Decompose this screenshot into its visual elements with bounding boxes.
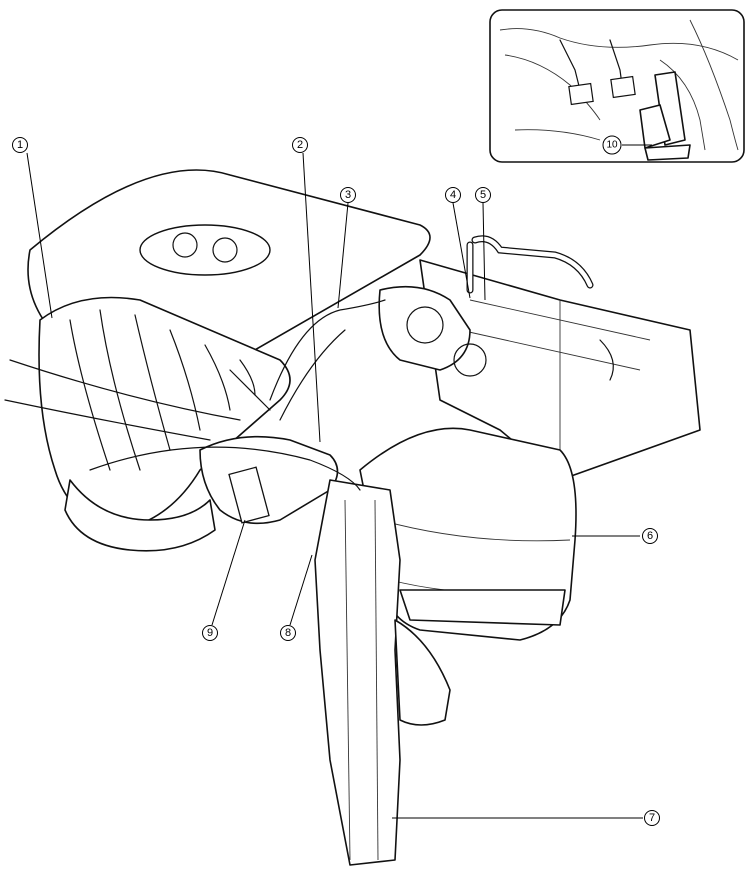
callout-4-label: 4 (450, 189, 456, 201)
callout-9-label: 9 (207, 627, 213, 639)
callout-8: 8 (280, 625, 296, 641)
callout-10: 10 (602, 135, 622, 155)
callout-7: 7 (644, 810, 660, 826)
callout-6: 6 (642, 528, 658, 544)
callout-4: 4 (445, 187, 461, 203)
callout-2: 2 (292, 137, 308, 153)
callout-1-label: 1 (17, 139, 23, 151)
callout-3: 3 (340, 187, 356, 203)
pedal-inset (489, 9, 745, 163)
callout-3-label: 3 (345, 189, 351, 201)
callout-8-label: 8 (285, 627, 291, 639)
callout-9: 9 (202, 625, 218, 641)
callout-6-label: 6 (647, 530, 653, 542)
callout-1: 1 (12, 137, 28, 153)
callout-5: 5 (475, 187, 491, 203)
callout-5-label: 5 (480, 189, 486, 201)
callout-7-label: 7 (649, 812, 655, 824)
callout-10-label: 10 (606, 140, 618, 151)
leader-lines (26, 144, 652, 819)
callout-2-label: 2 (297, 139, 303, 151)
pedal-assembly-inset-icon (499, 19, 739, 161)
engine-intake-system-icon (4, 169, 701, 866)
